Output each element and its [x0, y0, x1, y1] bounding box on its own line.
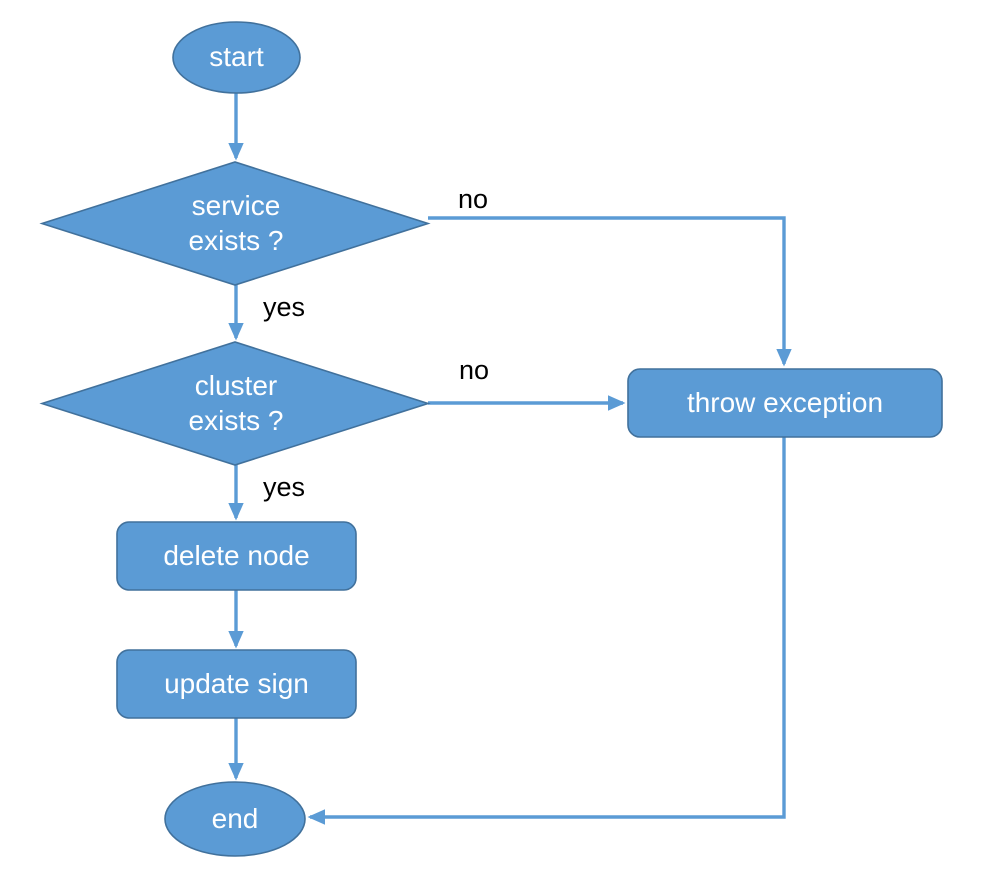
node-layer — [39, 21, 943, 857]
node-service-exists[interactable] — [39, 161, 431, 286]
node-start[interactable] — [172, 21, 301, 94]
node-throw-exception[interactable] — [627, 368, 943, 438]
edge-throw-to-end — [307, 437, 786, 825]
edge-service-no — [428, 216, 792, 367]
edge-label-cluster-yes: yes — [263, 472, 306, 502]
node-cluster-exists[interactable] — [39, 341, 431, 466]
edge-label-service-yes: yes — [263, 292, 306, 322]
node-update-sign[interactable] — [116, 649, 357, 719]
edge-label-service-no: no — [458, 184, 489, 214]
edge-label-cluster-no: no — [459, 355, 490, 385]
node-end[interactable] — [164, 781, 306, 857]
node-delete-node[interactable] — [116, 521, 357, 591]
connector-layer — [228, 93, 792, 825]
